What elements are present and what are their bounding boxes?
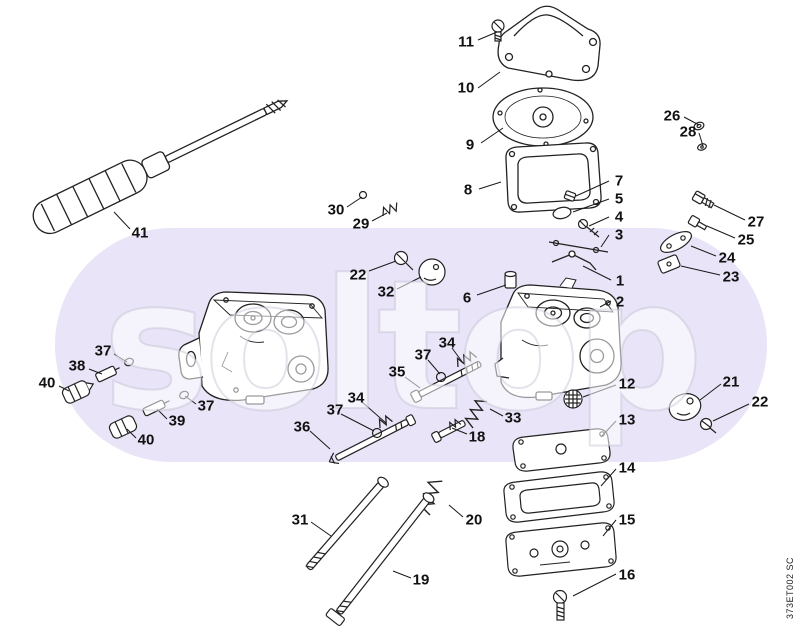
part-plug-7	[563, 190, 577, 202]
part-cover-10	[497, 5, 601, 82]
part-gasket-14	[503, 471, 615, 523]
part-disc-32	[418, 258, 446, 286]
part-washer-37d	[371, 427, 383, 439]
part-screw-36	[328, 414, 417, 465]
part-strainer-12	[563, 389, 583, 409]
part-screw-35	[410, 360, 482, 403]
part-screw-16	[552, 589, 568, 621]
part-nozzle-40b	[108, 415, 138, 439]
part-carb-body-right	[494, 277, 622, 401]
part-screw-11	[491, 19, 505, 42]
part-washer-28	[697, 143, 707, 151]
part-cylinder-6	[504, 270, 517, 289]
part-spring-34a	[456, 350, 478, 368]
doc-code: 373ET002 SC	[785, 556, 795, 620]
part-screw-4	[577, 218, 600, 238]
part-screwdriver-41	[32, 99, 289, 235]
part-valve-38	[95, 365, 120, 383]
part-screw-27	[691, 190, 715, 209]
part-diaphragm-9	[492, 87, 594, 147]
part-gasket-8	[505, 142, 602, 213]
part-disc-5	[552, 206, 572, 220]
leader-lines	[58, 31, 750, 597]
part-lever-1	[551, 250, 597, 271]
part-screw-39	[142, 399, 170, 417]
part-gasket-13	[512, 428, 611, 472]
part-oring-37a	[124, 357, 134, 367]
part-screw-22a	[393, 250, 414, 271]
part-screw-19	[325, 492, 435, 626]
part-nozzle-40a	[61, 380, 95, 404]
part-ring-30	[358, 190, 368, 200]
part-screw-18	[431, 418, 466, 443]
part-block-23	[657, 254, 681, 274]
watermark: soltop	[102, 242, 697, 451]
part-pump-housing-15	[505, 522, 617, 577]
part-screw-22b	[699, 417, 717, 434]
part-spring-33	[464, 399, 488, 429]
part-oring-37b	[179, 390, 189, 400]
part-shaft-3	[548, 239, 609, 254]
part-screw-31	[305, 476, 389, 571]
part-washer-37c	[435, 371, 447, 383]
part-screw-25	[687, 215, 708, 231]
part-carb-body-left	[178, 291, 329, 405]
part-plate-24	[659, 231, 693, 253]
part-disc-21	[668, 393, 702, 421]
part-spring-29	[382, 202, 398, 217]
watermark-blob	[55, 228, 767, 462]
part-spring-34b	[378, 414, 393, 429]
